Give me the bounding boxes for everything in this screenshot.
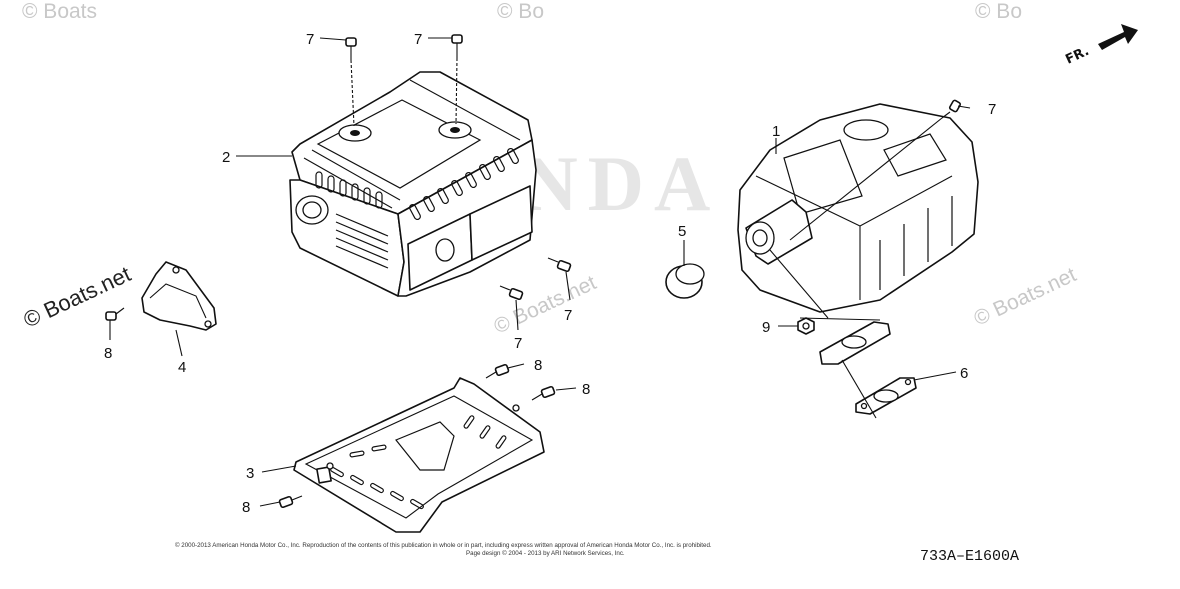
direction-label: FR. [1063, 44, 1091, 68]
bolt-8d [278, 495, 303, 509]
callout-2: 2 [222, 149, 230, 166]
callout-3: 3 [246, 465, 254, 482]
part-collar [665, 263, 705, 299]
callout-4: 4 [178, 359, 186, 376]
part-muffler-base [293, 377, 545, 533]
bolt-8c [531, 385, 556, 401]
diagram-code: 733A–E1600A [920, 548, 1019, 565]
callout-9: 9 [762, 319, 770, 336]
part-deflector [141, 261, 217, 331]
leader-lines [109, 37, 971, 507]
part-nut [797, 317, 815, 335]
bolt-7b [451, 34, 463, 58]
part-muffler [737, 103, 979, 321]
callout-8b: 8 [534, 357, 542, 374]
front-direction-indicator: FR. [1063, 24, 1138, 68]
footer: © 2000-2013 American Honda Motor Co., In… [175, 542, 1019, 565]
part-gasket [819, 321, 917, 419]
callout-7b: 7 [414, 31, 422, 48]
watermark-top-left: © Boats [22, 0, 97, 23]
part-muffler-protector [289, 71, 537, 297]
callout-7c: 7 [988, 101, 996, 118]
watermark-center: © Boats.net [490, 271, 600, 338]
callouts: 7 7 2 7 1 5 7 7 8 4 8 8 3 8 9 6 [104, 31, 996, 516]
bolt-7a [345, 37, 357, 60]
watermark-right: © Boats.net [970, 263, 1080, 330]
front-arrow-icon [1098, 24, 1138, 50]
bolt-7e [499, 285, 524, 301]
bolt-8a [105, 307, 125, 321]
bolt-8b [485, 363, 510, 379]
copyright-line-2: Page design © 2004 - 2013 by ARI Network… [466, 550, 625, 557]
callout-8c: 8 [582, 381, 590, 398]
callout-8d: 8 [242, 499, 250, 516]
watermark-top-right: © Bo [975, 0, 1022, 23]
callout-5: 5 [678, 223, 686, 240]
copyright-line-1: © 2000-2013 American Honda Motor Co., In… [175, 542, 712, 549]
watermark-left: © Boats.net [20, 261, 135, 332]
bolt-7c [941, 99, 962, 119]
callout-8a: 8 [104, 345, 112, 362]
callout-7e: 7 [514, 335, 522, 352]
bolt-7d [547, 257, 572, 273]
watermark-top-center: © Bo [497, 0, 544, 23]
bolts [105, 34, 962, 509]
callout-6: 6 [960, 365, 968, 382]
callout-1: 1 [772, 123, 780, 140]
callout-7d: 7 [564, 307, 572, 324]
callout-7a: 7 [306, 31, 314, 48]
